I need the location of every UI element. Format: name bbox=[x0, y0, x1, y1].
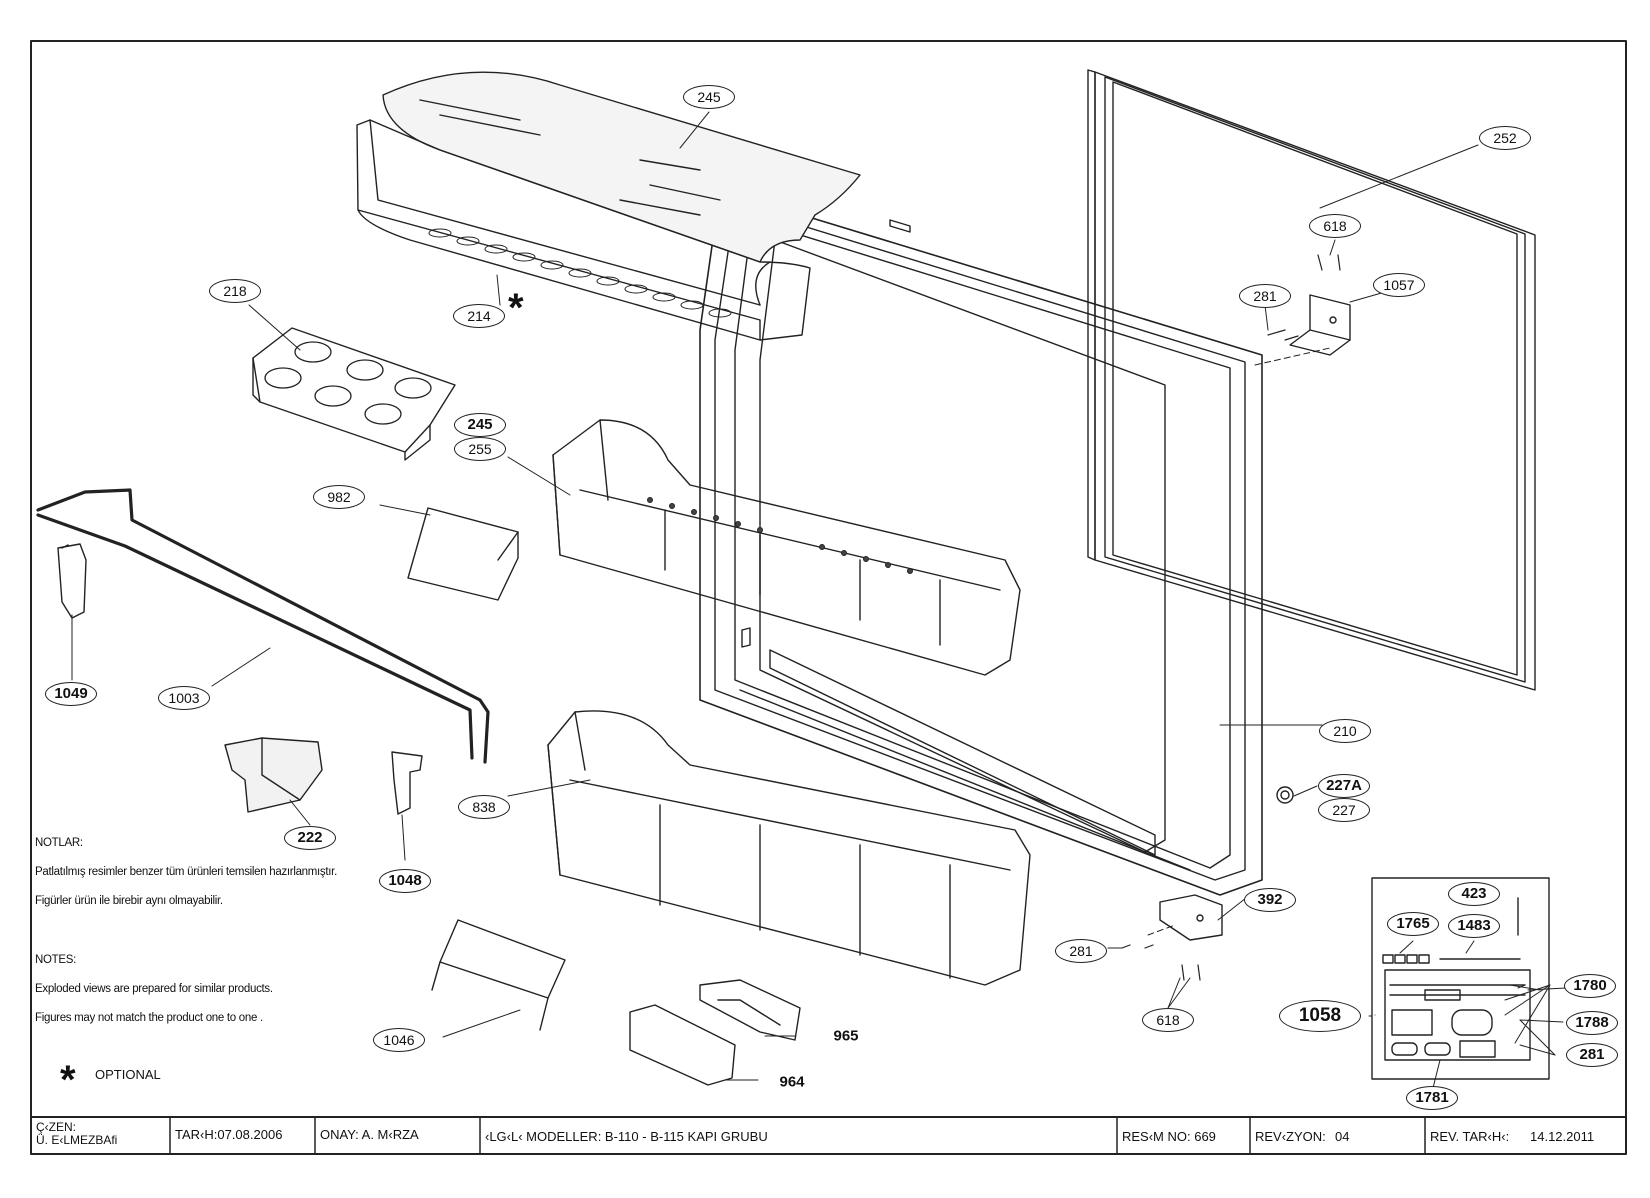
title-block-revision: 04 bbox=[1335, 1129, 1350, 1144]
optional-legend-label: OPTIONAL bbox=[95, 1067, 161, 1082]
callout-214-dairy: 214 bbox=[453, 304, 505, 328]
callout-227A-ring: 227A bbox=[1318, 774, 1370, 798]
bracket-222 bbox=[224, 737, 323, 813]
callout-1048-clip: 1048 bbox=[379, 869, 431, 893]
egg-tray-218 bbox=[252, 327, 456, 461]
title-block-grid bbox=[169, 1116, 1426, 1155]
title-block-revision-label: REV‹ZYON: bbox=[1255, 1129, 1326, 1144]
callout-618-top-screws: 618 bbox=[1309, 214, 1361, 238]
title-block-drawn: Ç‹ZEN: Ü. E‹LMEZBAfi bbox=[31, 1119, 170, 1155]
callout-227-ring: 227 bbox=[1318, 798, 1370, 822]
hinge-bracket-1057 bbox=[1289, 294, 1351, 356]
drawn-by: Ü. E‹LMEZBAfi bbox=[36, 1133, 118, 1147]
callout-618-bottom-screws: 618 bbox=[1142, 1008, 1194, 1032]
notes-tr-line2: Figürler ürün ile birebir aynı olmayabil… bbox=[35, 895, 223, 907]
holder-965 bbox=[699, 979, 801, 1041]
callout-281-bottom-screws: 281 bbox=[1055, 939, 1107, 963]
clip-1048 bbox=[391, 751, 423, 815]
callout-1057-hinge: 1057 bbox=[1373, 273, 1425, 297]
divider-982 bbox=[407, 507, 519, 601]
callout-252-door-panel: 252 bbox=[1479, 126, 1531, 150]
callout-1046-divider: 1046 bbox=[373, 1028, 425, 1052]
door-shelf-255 bbox=[552, 419, 1021, 676]
wire-bar-1003 bbox=[36, 488, 490, 764]
title-block-drawing-no: RES‹M NO: 669 bbox=[1122, 1129, 1216, 1144]
notes-en-line2: Figures may not match the product one to… bbox=[35, 1012, 263, 1024]
notes-en-line1: Exploded views are prepared for similar … bbox=[35, 983, 273, 995]
callout-1788: 1788 bbox=[1566, 1011, 1618, 1035]
notes-tr-title: NOTLAR: bbox=[35, 837, 83, 849]
callout-1780: 1780 bbox=[1564, 974, 1616, 998]
sheet-border bbox=[30, 40, 1627, 1155]
callout-1483: 1483 bbox=[1448, 914, 1500, 938]
callout-218-egg-tray: 218 bbox=[209, 279, 261, 303]
label-964-box: 964 bbox=[779, 1073, 805, 1091]
callout-838-bottom-shelf: 838 bbox=[458, 795, 510, 819]
callout-1049-clip: 1049 bbox=[45, 682, 97, 706]
callout-392-hinge: 392 bbox=[1244, 888, 1296, 912]
callout-281-control-box: 281 bbox=[1566, 1043, 1618, 1067]
top-cover-245 bbox=[382, 71, 861, 263]
title-block-rev-date-label: REV. TAR‹H‹: bbox=[1430, 1129, 1510, 1144]
callout-982-divider: 982 bbox=[313, 485, 365, 509]
door-panel-252 bbox=[1087, 69, 1536, 691]
title-block-rev-date: 14.12.2011 bbox=[1530, 1129, 1595, 1144]
callout-1781: 1781 bbox=[1406, 1086, 1458, 1110]
callout-222-bracket: 222 bbox=[284, 826, 336, 850]
bottom-shelf-838 bbox=[547, 710, 1031, 986]
hinge-bracket-392 bbox=[1159, 894, 1223, 941]
divider-1046 bbox=[431, 919, 566, 1031]
callout-245-shelf: 245 bbox=[454, 413, 506, 437]
drawn-label: Ç‹ZEN: bbox=[36, 1120, 76, 1134]
title-block-approved: ONAY: A. M‹RZA bbox=[320, 1127, 419, 1142]
callout-255-shelf: 255 bbox=[454, 437, 506, 461]
label-965-holder: 965 bbox=[833, 1027, 859, 1045]
optional-star-marker: * bbox=[508, 286, 524, 330]
callout-245-top-cover: 245 bbox=[683, 85, 735, 109]
notes-en-title: NOTES: bbox=[35, 954, 77, 966]
notes-tr-line1: Patlatılmış resimler benzer tüm ürünleri… bbox=[35, 866, 337, 878]
callout-210-door-liner: 210 bbox=[1319, 719, 1371, 743]
callout-281-top-screws: 281 bbox=[1239, 284, 1291, 308]
callout-1765: 1765 bbox=[1387, 912, 1439, 936]
screws bbox=[1121, 254, 1341, 981]
door-liner-210 bbox=[699, 189, 1263, 896]
optional-legend-star: * bbox=[60, 1058, 76, 1102]
callout-1058-control-box: 1058 bbox=[1279, 1000, 1361, 1032]
clip-1049 bbox=[57, 543, 87, 619]
control-box-1058 bbox=[1371, 877, 1550, 1080]
title-block-date: TAR‹H:07.08.2006 bbox=[175, 1127, 283, 1142]
dairy-compartment-214 bbox=[356, 119, 811, 341]
ring-227 bbox=[1276, 786, 1294, 804]
callout-1003-wire-bar: 1003 bbox=[158, 686, 210, 710]
title-block-models: ‹LG‹L‹ MODELLER: B-110 - B-115 KAPI GRUB… bbox=[485, 1129, 768, 1144]
leader-lines bbox=[71, 111, 1567, 1093]
box-964 bbox=[629, 1004, 736, 1086]
callout-423: 423 bbox=[1448, 882, 1500, 906]
